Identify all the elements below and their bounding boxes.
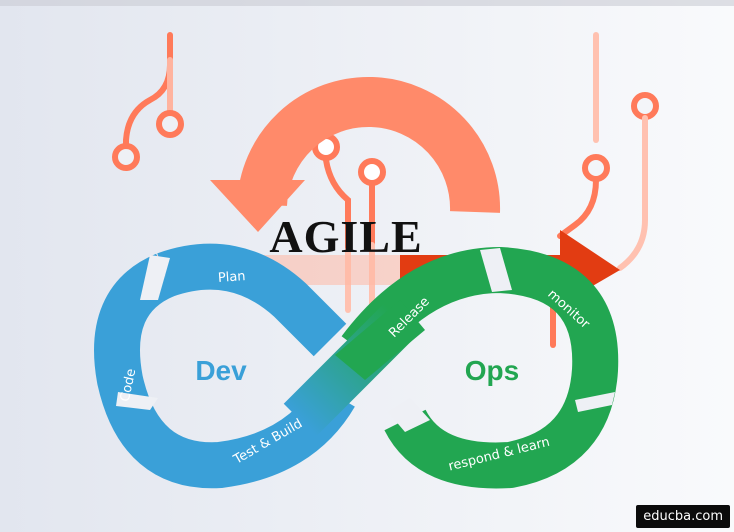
brand-watermark: educba.com [636, 505, 730, 528]
agile-title: AGILE [269, 211, 422, 262]
ops-loop-separators [388, 248, 615, 432]
ops-loop [341, 247, 619, 489]
loop-crossing [283, 300, 425, 437]
dev-label: Dev [195, 355, 247, 386]
dev-loop [94, 243, 355, 489]
dev-loop-separators [116, 255, 170, 410]
stage-label-code: Code [118, 367, 140, 403]
top-shadow [0, 0, 734, 6]
agile-cycle-arrow [210, 76, 501, 232]
stage-label-plan: Plan [217, 269, 246, 286]
ops-label: Ops [465, 355, 519, 386]
